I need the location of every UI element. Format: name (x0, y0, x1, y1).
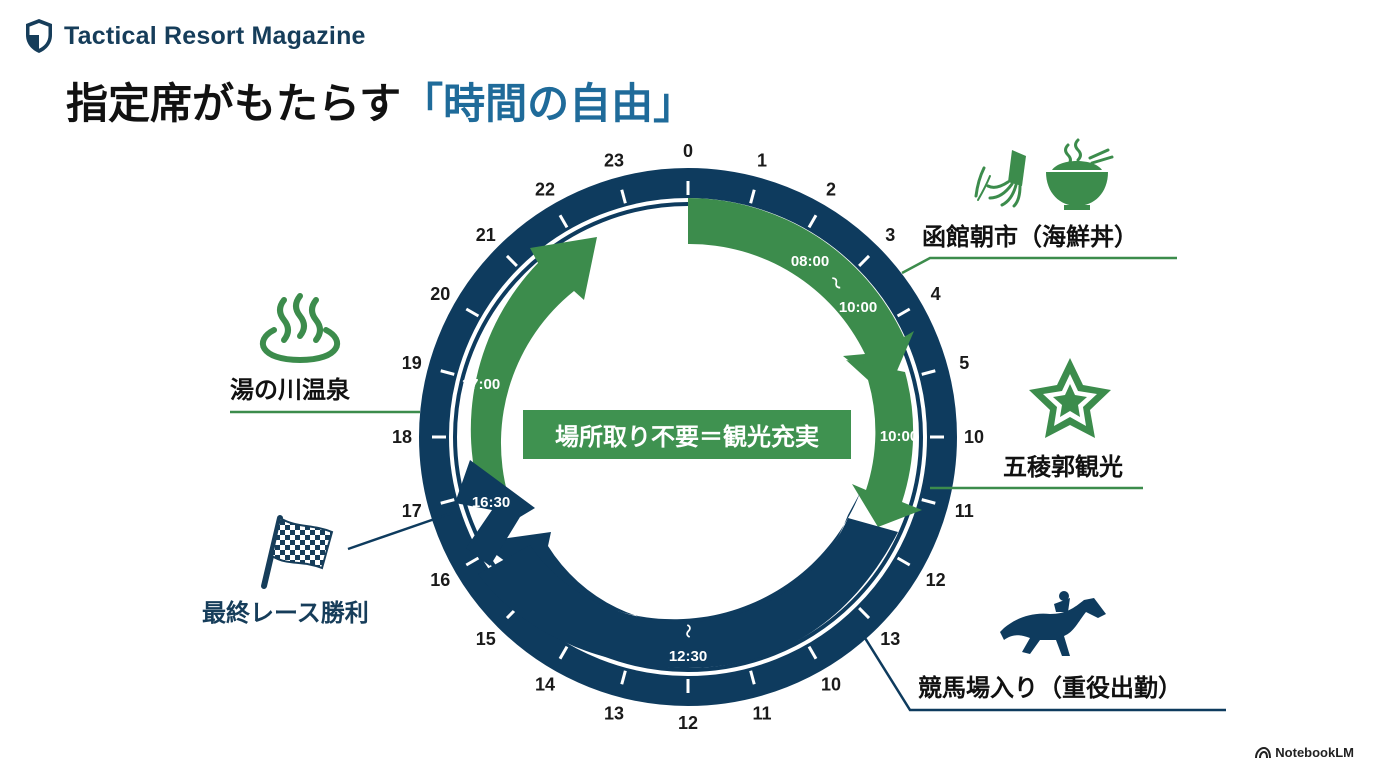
sightseeing-time: 10:00 (880, 428, 918, 445)
clock-tick-label: 1 (757, 151, 767, 171)
clock-tick-label: 19 (402, 353, 422, 373)
race-tilde: 〜 (680, 624, 696, 638)
clock-tick-label: 10 (821, 675, 841, 695)
clock-tick (465, 307, 480, 318)
clock-tick (896, 307, 911, 318)
event-morning-market: 函館朝市（海鮮丼） (922, 223, 1138, 251)
clock-tick (620, 189, 627, 204)
clock-tick-label: 11 (955, 501, 974, 521)
racehorse-icon (1000, 591, 1106, 656)
clock-tick-label: 2 (826, 179, 836, 199)
page-title: 指定席がもたらす「時間の自由」 (66, 70, 695, 131)
win-arrow (455, 460, 535, 566)
clock-tick-label: 15 (476, 629, 496, 649)
clock-tick (440, 498, 455, 505)
clock-tick (749, 670, 756, 685)
event-racecourse: 競馬場入り（重役出勤） (918, 674, 1182, 702)
clock-tick-label: 12 (678, 713, 698, 733)
clock-tick (858, 254, 871, 267)
clock-tick-label: 20 (430, 284, 450, 304)
morning-arc (688, 198, 914, 392)
clock-tick-label: 13 (880, 629, 900, 649)
center-banner-text: 場所取り不要＝観光充実 (555, 423, 819, 451)
race-arc (478, 493, 898, 668)
morning-tilde: 〜 (826, 273, 847, 293)
checkered-flag-icon (261, 515, 334, 589)
rice-bowl-icon (1046, 138, 1114, 210)
clock-tick (807, 645, 818, 660)
event-final-race: 最終レース勝利 (202, 599, 369, 627)
clock-tick (749, 189, 756, 204)
clock-tick (921, 369, 936, 376)
event-onsen: 湯の川温泉 (230, 376, 351, 404)
clock-tick-label: 17 (402, 501, 422, 521)
clock-tick-label: 13 (604, 703, 624, 723)
notebooklm-icon (1255, 746, 1272, 758)
clock-tick-label: 5 (959, 353, 969, 373)
brand-name: Tactical Resort Magazine (64, 21, 366, 50)
racecourse-leader-line (858, 629, 1226, 712)
clock-tick-label: 14 (535, 675, 555, 695)
clock-tick (505, 254, 518, 267)
clock-tick (921, 498, 936, 505)
clock-tick-label: 0 (683, 141, 693, 161)
final-race-leader-line (347, 511, 453, 551)
clock-tick (440, 369, 455, 376)
star-icon (1029, 358, 1111, 438)
brand-header: Tactical Resort Magazine (24, 18, 366, 54)
clock-tick-label: 16 (430, 570, 450, 590)
event-goryokaku: 五稜郭観光 (1003, 453, 1123, 481)
race-time: 12:30 (669, 648, 707, 665)
clock-tick (558, 645, 569, 660)
squid-icon (974, 150, 1026, 208)
clock-tick (620, 670, 627, 685)
clock-tick-label: 18 (392, 427, 412, 447)
clock-tick-label: 11 (753, 703, 772, 723)
evening-time: 17:00 (462, 376, 500, 393)
clock-tick-label: 21 (476, 225, 496, 245)
clock-tick (807, 214, 818, 229)
title-main: 指定席がもたらす (66, 79, 402, 128)
clock-tick-label: 3 (885, 225, 895, 245)
morning-end-time: 10:00 (839, 299, 877, 316)
center-banner (523, 410, 851, 459)
footer-label: NotebookLM (1275, 745, 1354, 760)
hot-spring-icon (259, 293, 341, 364)
clock-tick (858, 607, 871, 620)
win-time: 16:30 (472, 494, 510, 511)
shield-icon (26, 19, 52, 53)
market-leader-line (901, 256, 1177, 275)
morning-start-time: 08:00 (791, 253, 829, 270)
clock-tick (558, 214, 569, 229)
clock-tick-label: 23 (604, 151, 624, 171)
clock-tick (896, 556, 911, 567)
clock-tick-label: 22 (535, 179, 555, 199)
title-accent: 「時間の自由」 (401, 79, 696, 128)
clock-tick-label: 10 (964, 427, 984, 447)
footer-notebooklm: NotebookLM (1255, 745, 1354, 760)
clock-ticks (432, 181, 944, 693)
clock-tick-label: 4 (931, 284, 941, 304)
clock-tick-label: 12 (926, 570, 946, 590)
clock-tick (465, 556, 480, 567)
sightseeing-arc (846, 360, 922, 527)
